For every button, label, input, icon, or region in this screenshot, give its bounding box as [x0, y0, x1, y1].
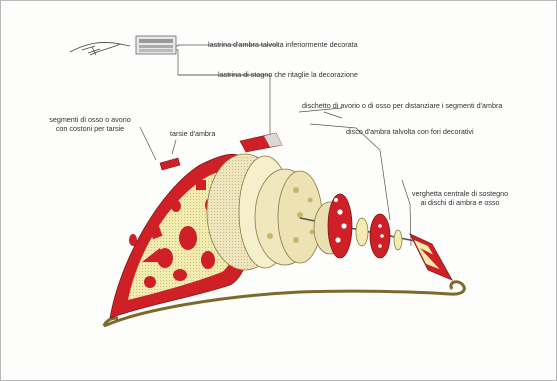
plate-sketch	[136, 36, 176, 54]
amber-disc-small	[370, 214, 390, 258]
label-segmenti-line2: con costoni per tarsie	[32, 125, 148, 134]
label-segmenti: segmenti di osso o avorio con costoni pe…	[32, 116, 148, 133]
bone-disc-small	[394, 230, 402, 250]
amber-plate	[240, 133, 282, 152]
bone-disc-middle	[255, 169, 322, 265]
label-dischetto: dischetto di avorio o di osso per distan…	[302, 102, 502, 111]
label-lastrina-ambra: lastrina d'ambra talvolta inferiormente …	[208, 41, 358, 50]
label-lastrina-stagno: lastrina di stagno che ritaglie la decor…	[218, 71, 358, 80]
amber-inlay	[160, 158, 180, 170]
label-tarsie: tarsie d'ambra	[170, 130, 215, 139]
terminal-cone	[410, 234, 452, 280]
bone-spacer	[356, 218, 368, 246]
label-disco-ambra: disco d'ambra talvolta con fori decorati…	[346, 128, 474, 137]
label-verghetta: verghetta centrale di sostegno ai dischi…	[400, 190, 520, 207]
fibula-sketch	[70, 42, 130, 55]
label-verghetta-line2: ai dischi di ambra e osso	[400, 199, 520, 208]
